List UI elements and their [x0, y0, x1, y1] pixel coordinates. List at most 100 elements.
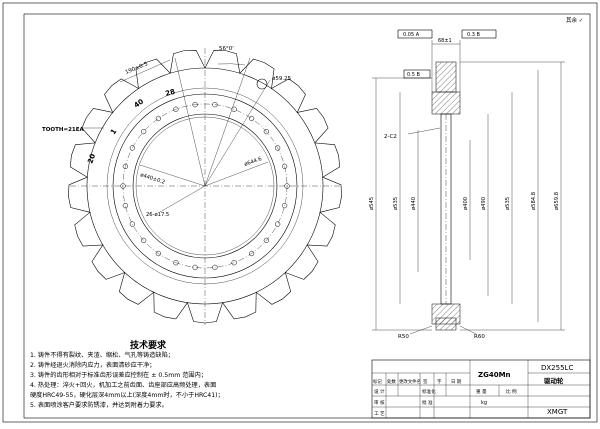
bolt-hole — [231, 106, 237, 112]
tol-frame-2-text: 0.3 B — [467, 32, 481, 38]
chord-dim-line — [119, 59, 171, 83]
bolt-hole — [263, 128, 270, 135]
tb-header-char: 字 — [437, 378, 442, 385]
tb-header-count: 处数 — [387, 378, 396, 385]
chamfer-dim: 2-C2 — [384, 134, 397, 140]
section-dim-535-right: ø535 — [505, 197, 511, 210]
tb-row-process: 工 艺 — [374, 411, 385, 417]
segment-number-20: 20 — [86, 153, 97, 165]
section-dim-545: ø545 — [369, 197, 375, 210]
bolt-hole — [140, 237, 147, 244]
bolt-hole — [155, 115, 162, 122]
section-dim-440: ø440 — [411, 197, 417, 210]
width-dim: 68±1 — [438, 38, 452, 44]
tb-mid-standard: 标准化 — [422, 388, 436, 395]
bore-detail-circle — [256, 78, 268, 90]
segment-number-1: 1 — [109, 127, 118, 136]
requirement-1: 1. 铸件不得有裂纹、夹渣、缩松、气孔等铸造缺陷； — [30, 352, 174, 359]
radius-leader-left — [409, 325, 433, 335]
tb-scale-label: 比 例 — [506, 388, 517, 395]
sprocket-front-view — [68, 48, 342, 325]
bolt-hole — [231, 260, 237, 266]
requirement-5: 5. 表面喷涂客户要求防锈漆，并达到附着力要求。 — [30, 402, 168, 409]
bolt-hole — [274, 221, 281, 227]
bolt-hole — [263, 237, 270, 244]
holes-dim-leader — [159, 185, 206, 213]
company-name: XMGT — [547, 408, 568, 416]
tooth-count-label: TOOTH=21EA — [42, 127, 84, 133]
requirements-title: 技术要求 — [130, 341, 167, 351]
section-dim-659: ø659.8 — [554, 192, 560, 210]
roughness-mark: 其余 ✓ — [566, 16, 583, 24]
tol-frame-1 — [397, 29, 433, 39]
section-dim-535-left: ø535 — [393, 197, 399, 210]
radius-leader-right — [459, 325, 477, 335]
pcd-large-leader — [204, 161, 269, 187]
part-name: 驱动轮 — [544, 376, 564, 385]
title-block-frame — [371, 359, 591, 419]
bolt-hole — [212, 264, 218, 271]
model-number: DX255LC — [541, 364, 573, 372]
angle-line-1 — [204, 57, 251, 187]
pcd-small-dim: ø440±0.2 — [139, 172, 165, 186]
bolt-hole — [274, 145, 281, 151]
section-top-rim — [431, 91, 461, 115]
tol-frame-2 — [461, 29, 497, 39]
hole-bore-dim: ø59.25 — [272, 76, 292, 82]
tb-mid-approve: 批 准 — [422, 399, 433, 406]
bolt-hole — [129, 145, 136, 151]
bolt-hole — [212, 101, 218, 108]
tb-header-mark: 标记 — [373, 378, 382, 385]
tb-row-design: 设 计 — [374, 388, 385, 395]
bolt-hole — [122, 163, 129, 170]
segment-number-28: 28 — [164, 88, 176, 98]
bore-dim-leader — [204, 79, 271, 187]
requirement-2: 2. 铸件经退火消除内应力，表面清砂应干净； — [30, 362, 156, 369]
radius-right-dim: R60 — [474, 334, 485, 340]
section-dim-584: ø584.8 — [531, 192, 537, 210]
angle-line-2 — [174, 57, 206, 187]
chord-dim: 190±0.5 — [125, 61, 150, 76]
tb-row-review: 审 核 — [374, 399, 385, 406]
section-dim-490: ø490 — [481, 197, 487, 210]
requirement-3: 3. 铸件的齿形相对于标准齿形误差应控制在 ± 0.5mm 范围内； — [30, 372, 207, 379]
bolt-hole — [281, 163, 288, 170]
bolt-hole — [248, 250, 255, 257]
bolt-hole — [173, 260, 179, 266]
tb-weight-label: 重 量 — [476, 388, 487, 395]
bolt-hole — [248, 115, 255, 122]
angle-dim: 56°0' — [219, 46, 234, 52]
bolt-hole — [173, 106, 179, 112]
bolt-hole — [140, 128, 147, 135]
material: ZG40Mn — [478, 371, 511, 379]
bolt-hole — [281, 202, 288, 209]
weight-unit: kg — [481, 400, 487, 406]
section-top-tooth — [435, 61, 457, 93]
bolt-hole — [192, 264, 198, 271]
section-web — [440, 113, 452, 305]
outer-border — [2, 2, 598, 423]
title-block — [371, 359, 591, 419]
bolt-hole — [129, 221, 136, 227]
bolt-holes — [120, 101, 290, 271]
requirement-4-cont: 硬度HRC49-55，硬化层深4mm以上(深度4mm时，不小于HRC41)； — [30, 392, 224, 399]
chamfer-leader — [407, 127, 441, 135]
pcd-dim-leader — [139, 164, 206, 187]
segment-number-40: 40 — [133, 97, 146, 109]
radius-left-dim: R50 — [398, 334, 409, 340]
bolt-hole — [192, 101, 198, 108]
sprocket-section-view — [372, 29, 565, 335]
tb-header-change: 更改文件名 — [399, 378, 421, 385]
pcd-large-dim: ø644.6 — [244, 156, 263, 168]
section-bottom-tooth — [435, 317, 457, 331]
holes-dim: 26-ø17.5 — [146, 212, 169, 218]
requirement-4: 4. 热处理：淬火+回火，机加工之前齿面、齿座部应高频处理，表面 — [30, 382, 217, 389]
tol-frame-side — [403, 69, 431, 79]
tol-frame-side-text: 0.5 B — [407, 72, 421, 78]
inner-border — [23, 13, 591, 419]
section-dim-400: ø400 — [463, 197, 469, 210]
bolt-hole — [155, 250, 162, 257]
tb-header-date: 日 期 — [451, 379, 462, 385]
